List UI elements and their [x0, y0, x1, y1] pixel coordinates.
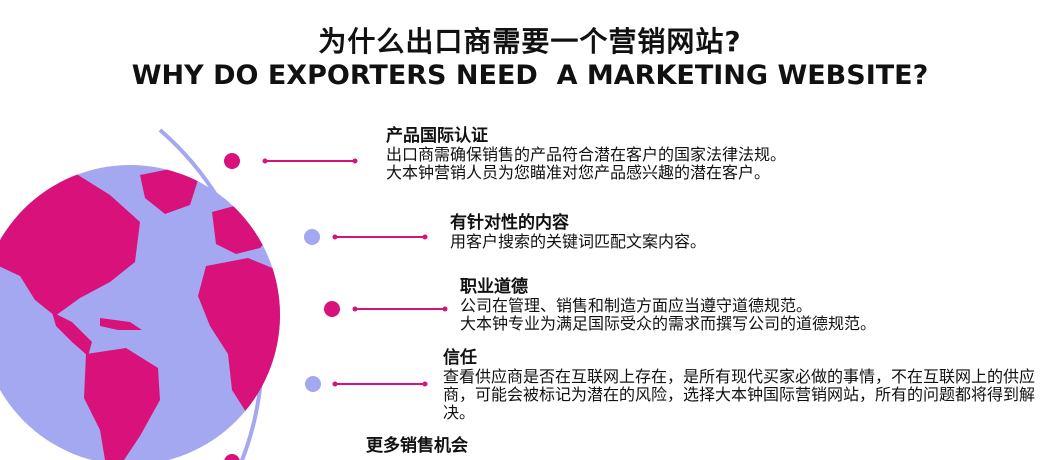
item-title: 产品国际认证	[386, 126, 488, 146]
item-ethics: 职业道德 公司在管理、销售和制造方面应当遵守道德规范。 大本钟专业为满足国际受众…	[460, 277, 876, 333]
item-line: 大本钟专业为满足国际受众的需求而撰写公司的道德规范。	[460, 314, 877, 333]
item-title: 职业道德	[460, 277, 528, 297]
connector-dots	[262, 158, 448, 387]
item-line: 用客户搜索的关键词匹配文案内容。	[450, 232, 707, 251]
item-title: 更多销售机会	[366, 436, 468, 456]
item-targeted-content: 有针对性的内容 用客户搜索的关键词匹配文案内容。	[450, 213, 706, 251]
connector-lines	[265, 160, 445, 385]
item-certification: 产品国际认证 出口商需确保销售的产品符合潜在客户的国家法律法规。 大本钟营销人员…	[386, 126, 786, 182]
page-title-en: WHY DO EXPORTERS NEED A MARKETING WEBSIT…	[131, 60, 929, 91]
globe-icon	[0, 165, 280, 460]
node-5	[224, 454, 240, 460]
item-title: 有针对性的内容	[450, 213, 569, 233]
node-3	[324, 301, 340, 317]
item-title: 信任	[443, 348, 477, 368]
item-line: 大本钟营销人员为您瞄准对您产品感兴趣的潜在客户。	[386, 163, 771, 182]
node-1	[224, 153, 240, 169]
node-2	[304, 229, 320, 245]
item-paragraph: 查看供应商是否在互联网上存在，是所有现代买家必做的事情，不在互联网上的供应商，可…	[443, 367, 1036, 422]
page-title-cn: 为什么出口商需要一个营销网站?	[318, 25, 742, 58]
item-trust: 信任 查看供应商是否在互联网上存在，是所有现代买家必做的事情，不在互联网上的供应…	[443, 348, 1055, 422]
node-4	[305, 376, 321, 392]
item-line: 公司在管理、销售和制造方面应当遵守道德规范。	[460, 296, 813, 315]
item-more-sales: 更多销售机会	[366, 436, 468, 456]
item-line: 出口商需确保销售的产品符合潜在客户的国家法律法规。	[386, 145, 787, 164]
